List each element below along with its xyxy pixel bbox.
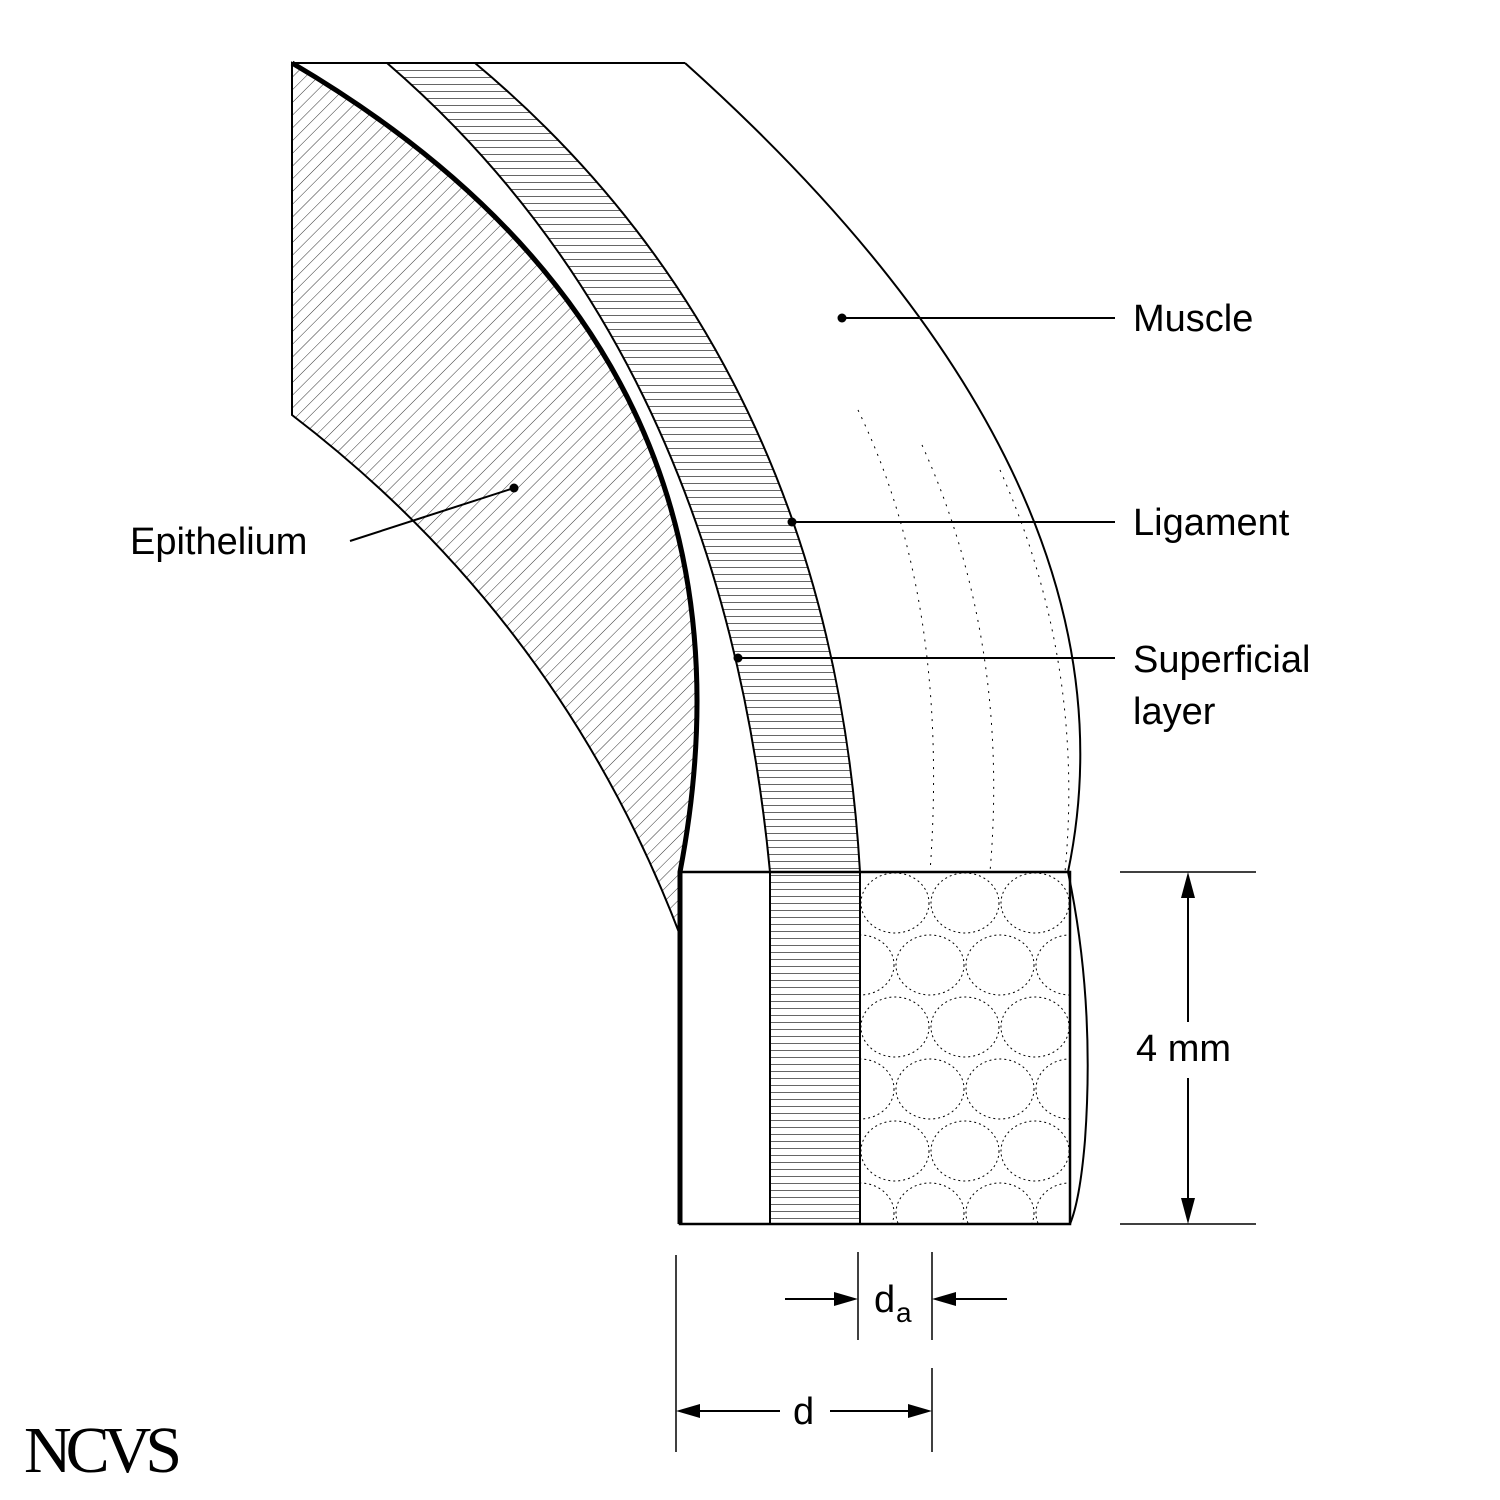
superficial-layer-label-line1: Superficial <box>1133 639 1310 681</box>
da-arrow-right-head <box>932 1292 956 1306</box>
d-label: d <box>793 1391 814 1433</box>
ligament-leader-dot <box>787 517 797 527</box>
ligament-curved-region <box>387 63 860 872</box>
epithelium-leader-line <box>349 487 515 542</box>
block-side-face <box>1067 871 1089 1225</box>
superficial-leader-dot <box>733 653 743 663</box>
superficial-layer-outer-edge <box>386 62 771 873</box>
ligament-outer-edge <box>474 62 861 873</box>
epithelium-region <box>291 61 698 936</box>
muscle-fiber-dotted-1 <box>857 409 935 873</box>
epithelium-label: Epithelium <box>130 521 307 563</box>
muscle-fiber-dotted-3 <box>999 469 1070 873</box>
da-label-subscript: a <box>896 1297 912 1328</box>
muscle-label: Muscle <box>1133 298 1253 340</box>
ligament-front-block <box>770 872 860 1224</box>
height-arrow-up <box>1181 872 1195 898</box>
da-arrow-left-head <box>834 1292 858 1306</box>
muscle-outer-edge <box>684 62 1082 873</box>
da-label-main: d <box>874 1279 895 1321</box>
height-dimension-label: 4 mm <box>1136 1028 1231 1070</box>
muscle-leader-dot <box>837 313 847 323</box>
front-block-outline <box>678 870 1072 1226</box>
epithelium-surface-line <box>290 60 700 1224</box>
ligament-label: Ligament <box>1133 502 1290 544</box>
muscle-front-block <box>860 872 1070 1224</box>
ncvs-logo: NCVS <box>24 1414 178 1487</box>
height-arrow-down <box>1181 1198 1195 1224</box>
d-arrow-right-head <box>908 1404 932 1418</box>
d-arrow-left-head <box>676 1404 700 1418</box>
superficial-layer-label-line2: layer <box>1133 691 1216 733</box>
epithelium-leader-dot <box>509 483 519 493</box>
